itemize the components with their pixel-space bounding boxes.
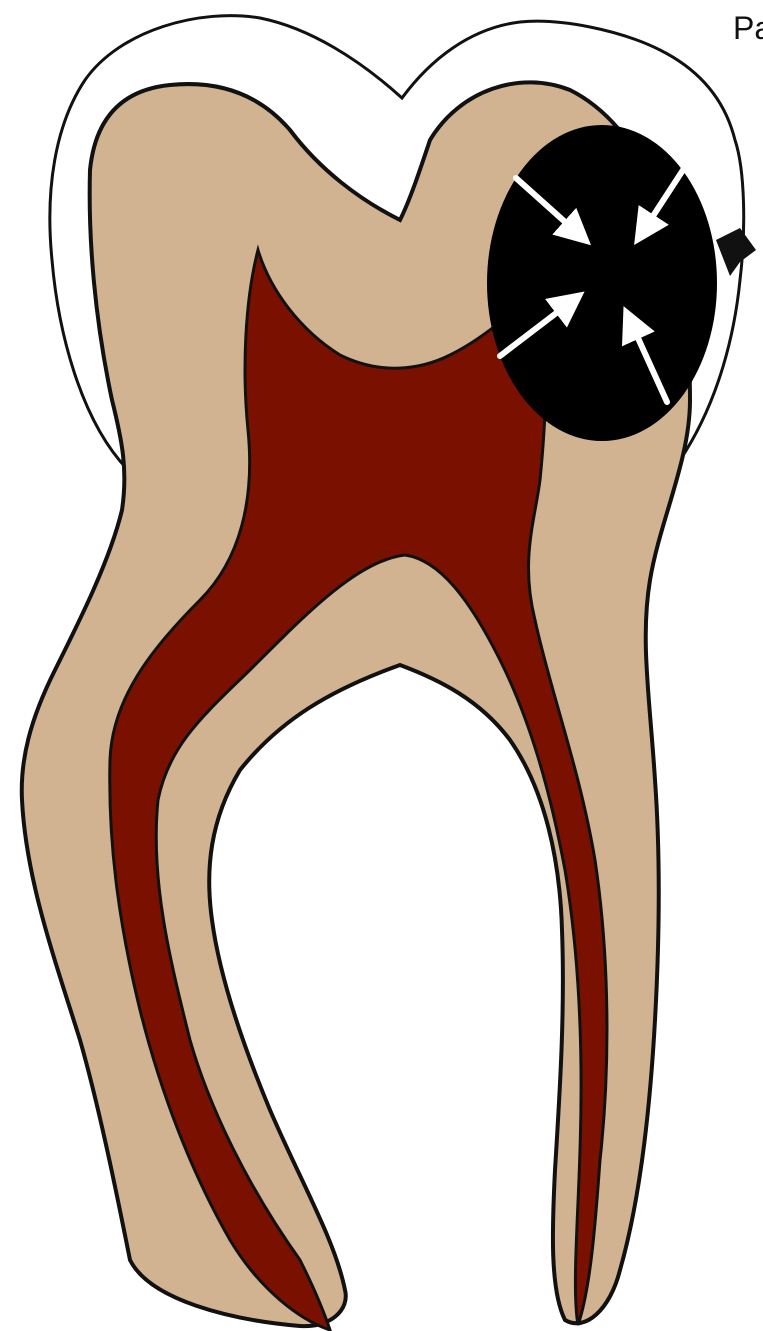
partial-label-text: Pa [733, 12, 763, 44]
